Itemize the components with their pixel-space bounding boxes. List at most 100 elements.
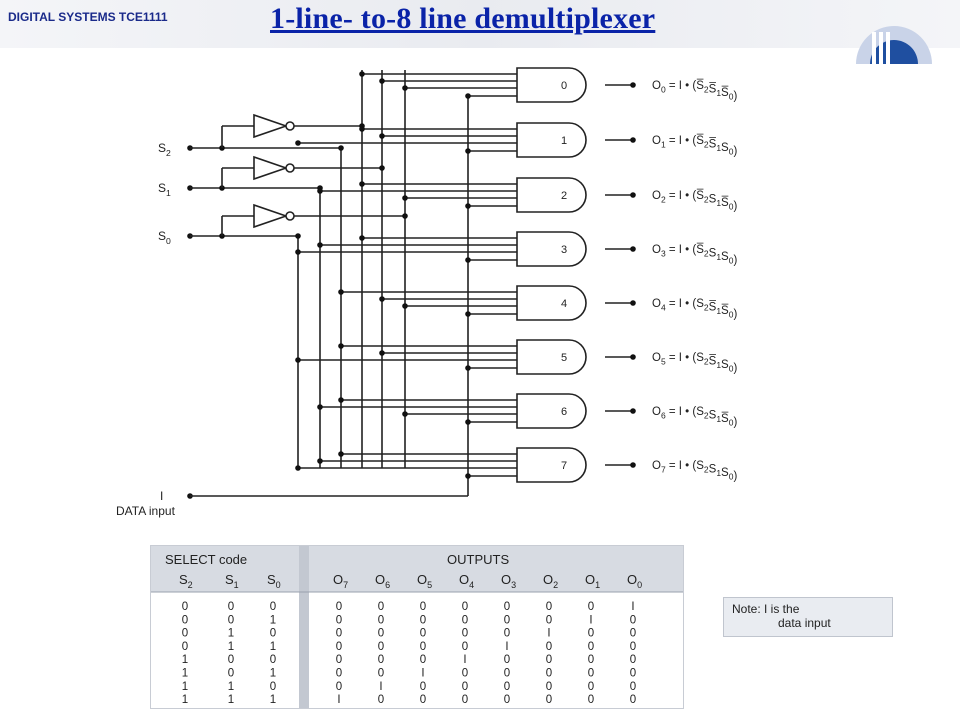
cell-output: 0: [504, 628, 510, 640]
cell-output: 0: [546, 681, 552, 693]
col-header-o2: O2: [543, 572, 558, 590]
junction-dot: [295, 233, 301, 239]
select-input-label-s2: S2: [158, 141, 171, 158]
not-gate-s0: [253, 203, 289, 229]
output-expression-2: O2 = I • (S̅2S1S̅0): [652, 190, 737, 213]
junction-dot: [359, 126, 365, 132]
junction-dot: [379, 133, 385, 139]
gate-label-0: 0: [561, 80, 567, 92]
junction-dot: [630, 354, 636, 360]
junction-dot: [465, 257, 471, 263]
cell-select: 1: [270, 668, 276, 680]
cell-output: 0: [420, 628, 426, 640]
junction-dot: [465, 365, 471, 371]
gate-label-4: 4: [561, 298, 567, 310]
cell-select: 1: [182, 654, 188, 666]
table-header-band: [151, 546, 683, 592]
junction-dot: [465, 419, 471, 425]
junction-dot: [295, 465, 301, 471]
col-header-o1: O1: [585, 572, 600, 590]
cell-output: 0: [336, 614, 342, 626]
and-gate-4: [516, 285, 587, 321]
cell-output: I: [505, 641, 508, 653]
cell-select: 0: [270, 628, 276, 640]
col-header-o3: O3: [501, 572, 516, 590]
junction-dot: [630, 137, 636, 143]
outputs-header: OUTPUTS: [447, 552, 509, 567]
junction-dot: [465, 203, 471, 209]
junction-dot: [402, 411, 408, 417]
col-header-o4: O4: [459, 572, 474, 590]
and-gate-0: [516, 67, 587, 103]
output-expression-6: O6 = I • (S2S1S̅0): [652, 406, 737, 429]
cell-output: 0: [378, 668, 384, 680]
junction-dot: [338, 289, 344, 295]
cell-output: 0: [462, 641, 468, 653]
cell-output: 0: [378, 628, 384, 640]
col-header-s1: S1: [225, 572, 239, 590]
cell-output: 0: [504, 668, 510, 680]
junction-dot: [338, 145, 344, 151]
cell-select: 0: [228, 668, 234, 680]
junction-dot: [317, 188, 323, 194]
cell-output: 0: [378, 654, 384, 666]
output-expression-1: O1 = I • (S̅2S̅1S0): [652, 135, 737, 158]
col-header-o0: O0: [627, 572, 642, 590]
cell-output: 0: [630, 694, 636, 706]
cell-output: 0: [630, 614, 636, 626]
junction-dot: [630, 300, 636, 306]
cell-output: 0: [630, 628, 636, 640]
cell-output: 0: [504, 694, 510, 706]
select-input-label-s1: S1: [158, 181, 171, 198]
cell-output: 0: [546, 614, 552, 626]
cell-output: 0: [462, 694, 468, 706]
col-header-o6: O6: [375, 572, 390, 590]
junction-dot: [465, 311, 471, 317]
cell-select: 1: [182, 694, 188, 706]
cell-output: 0: [504, 614, 510, 626]
cell-output: 0: [546, 601, 552, 613]
cell-output: 0: [630, 681, 636, 693]
output-expression-3: O3 = I • (S̅2S1S0): [652, 244, 737, 267]
cell-output: 0: [336, 681, 342, 693]
cell-output: 0: [588, 694, 594, 706]
and-gate-6: [516, 393, 587, 429]
cell-output: 0: [630, 654, 636, 666]
junction-dot: [465, 148, 471, 154]
cell-output: I: [547, 628, 550, 640]
junction-dot: [295, 140, 301, 146]
junction-dot: [359, 71, 365, 77]
cell-output: 0: [378, 614, 384, 626]
junction-dot: [630, 408, 636, 414]
junction-dot: [630, 462, 636, 468]
junction-dot: [402, 213, 408, 219]
gate-label-3: 3: [561, 244, 567, 256]
gate-label-6: 6: [561, 406, 567, 418]
cell-select: 0: [182, 641, 188, 653]
gate-label-7: 7: [561, 460, 567, 472]
cell-select: 1: [228, 681, 234, 693]
cell-output: 0: [630, 668, 636, 680]
cell-output: 0: [588, 668, 594, 680]
cell-output: I: [631, 601, 634, 613]
and-gate-5: [516, 339, 587, 375]
junction-dot: [295, 249, 301, 255]
cell-select: 0: [228, 614, 234, 626]
cell-output: 0: [462, 668, 468, 680]
junction-dot: [317, 458, 323, 464]
cell-output: 0: [588, 681, 594, 693]
cell-select: 1: [270, 694, 276, 706]
cell-output: 0: [546, 668, 552, 680]
and-gate-1: [516, 122, 587, 158]
junction-dot: [359, 235, 365, 241]
slide-title: 1-line- to-8 line demultiplexer: [270, 2, 656, 35]
cell-output: 0: [588, 628, 594, 640]
cell-select: 0: [182, 614, 188, 626]
cell-output: 0: [420, 601, 426, 613]
gate-label-1: 1: [561, 135, 567, 147]
cell-output: 0: [630, 641, 636, 653]
col-header-s2: S2: [179, 572, 193, 590]
select-input-label-s0: S0: [158, 229, 171, 246]
cell-output: 0: [462, 614, 468, 626]
